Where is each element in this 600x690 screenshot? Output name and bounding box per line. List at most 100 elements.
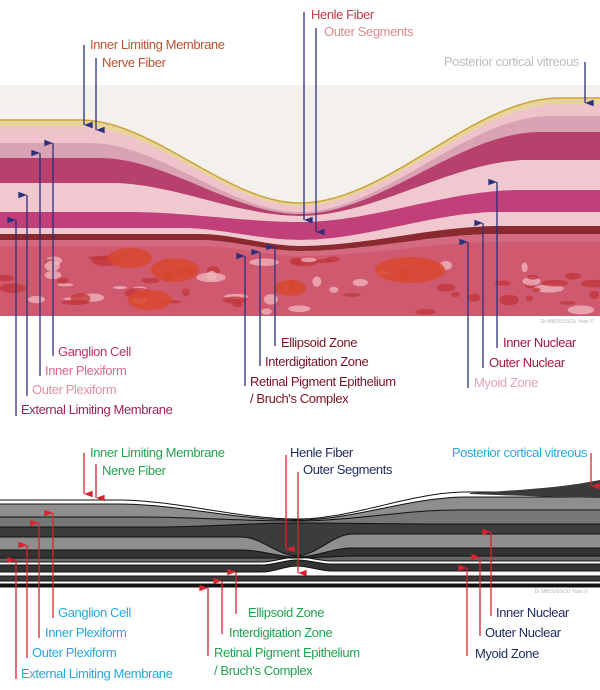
choroid-vessel bbox=[450, 292, 460, 297]
label-outer-plexiform-top: Outer Plexiform bbox=[32, 382, 117, 397]
choroid-vessel bbox=[567, 305, 595, 315]
choroid-vessel bbox=[525, 295, 534, 302]
watermark-top: Dr MBOUSSOU Yoan © bbox=[540, 319, 594, 325]
inner-limiting-membrane-line bbox=[0, 97, 600, 204]
band-boundary bbox=[0, 565, 600, 573]
choroid-vessel bbox=[57, 277, 69, 284]
choroid-vessel bbox=[532, 287, 541, 292]
bruch-layer bbox=[0, 234, 600, 256]
inner-nuclear-band bbox=[0, 534, 600, 557]
choroid-vessel bbox=[57, 283, 74, 287]
choroid-large-vessel bbox=[274, 280, 306, 296]
choroid-vessel bbox=[342, 293, 361, 297]
label-bruch-top: / Bruch's Complex bbox=[250, 391, 349, 406]
band-boundary bbox=[0, 556, 600, 563]
band-boundary bbox=[0, 522, 600, 528]
choroid-vessel bbox=[70, 293, 91, 304]
choroid-vessel bbox=[580, 279, 600, 288]
choroid-vessel bbox=[141, 277, 160, 284]
choroid-vessel bbox=[499, 294, 519, 306]
band-boundary bbox=[0, 555, 600, 559]
choroid-vessel bbox=[494, 280, 512, 286]
inner-nuclear-layer bbox=[0, 160, 600, 222]
choroid-large-vessel bbox=[128, 290, 172, 310]
choroid-vessel bbox=[88, 256, 110, 260]
label-ilm-bottom: Inner Limiting Membrane bbox=[90, 445, 225, 460]
label-henle-top: Henle Fiber bbox=[311, 7, 374, 22]
label-ganglion-bottom: Ganglion Cell bbox=[58, 605, 131, 620]
label-vitreous-bottom: Posterior cortical vitreous bbox=[451, 445, 588, 460]
label-inner-plexiform-top: Inner Plexiform bbox=[45, 363, 127, 378]
choroid-vessel bbox=[527, 274, 539, 280]
choroid-vessel bbox=[232, 301, 243, 308]
ganglion-band bbox=[0, 510, 600, 527]
choroid-large-vessel bbox=[375, 257, 445, 283]
choroid-vessel bbox=[261, 308, 272, 315]
choroid-vessel bbox=[222, 296, 248, 304]
label-inner-plexiform-bottom: Inner Plexiform bbox=[45, 625, 127, 640]
label-outer-nuclear-bottom: Outer Nuclear bbox=[485, 625, 561, 640]
band-boundary bbox=[0, 509, 600, 522]
label-ganglion-top: Ganglion Cell bbox=[58, 344, 131, 359]
ganglion-layer bbox=[0, 116, 600, 214]
band-boundary bbox=[0, 533, 600, 557]
choroid-large-vessel bbox=[108, 248, 152, 268]
label-outer-plexiform-bottom: Outer Plexiform bbox=[32, 645, 117, 660]
choroid-vessel bbox=[315, 258, 333, 264]
posterior-vitreous-wedge bbox=[470, 480, 600, 498]
label-bruch-bottom: / Bruch's Complex bbox=[214, 663, 313, 678]
bruch-band bbox=[0, 584, 600, 587]
choroid-vessel bbox=[436, 283, 456, 292]
choroid-vessel bbox=[196, 272, 226, 283]
label-interdigitation-bottom: Interdigitation Zone bbox=[229, 625, 333, 640]
choroid-vessel bbox=[559, 301, 576, 305]
outer-plexiform-layer bbox=[0, 190, 600, 240]
label-ilm-top: Inner Limiting Membrane bbox=[90, 37, 225, 52]
label-nerve-fiber-top: Nerve Fiber bbox=[102, 55, 166, 70]
label-ellipsoid-top: Ellipsoid Zone bbox=[281, 335, 358, 350]
label-elm-top: External Limiting Membrane bbox=[21, 402, 173, 417]
choroid-vessel bbox=[415, 309, 436, 315]
watermark-bottom: Dr MBOUSSOU Yoan © bbox=[534, 589, 588, 595]
label-interdigitation-top: Interdigitation Zone bbox=[265, 354, 369, 369]
label-inner-nuclear-top: Inner Nuclear bbox=[503, 335, 576, 350]
choroid-vessel bbox=[521, 262, 528, 273]
label-rpe-bottom: Retinal Pigment Epithelium bbox=[214, 645, 360, 660]
choroid-vessel bbox=[352, 278, 368, 287]
label-henle-bottom: Henle Fiber bbox=[290, 445, 353, 460]
band-boundary bbox=[0, 559, 600, 566]
label-inner-nuclear-bottom: Inner Nuclear bbox=[496, 605, 569, 620]
label-nerve-fiber-bottom: Nerve Fiber bbox=[102, 463, 166, 478]
elm-band bbox=[0, 557, 600, 565]
interdigitation-band bbox=[0, 576, 600, 581]
choroid-vessel bbox=[467, 293, 481, 302]
label-outer-nuclear-top: Outer Nuclear bbox=[489, 355, 565, 370]
choroid-vessel bbox=[541, 279, 569, 287]
label-outer-segments-top: Outer Segments bbox=[324, 24, 414, 39]
choroid-vessel bbox=[589, 290, 600, 300]
choroid-vessel bbox=[329, 286, 339, 293]
choroid-vessel bbox=[249, 258, 279, 266]
label-outer-segments-bottom: Outer Segments bbox=[303, 462, 393, 477]
label-ellipsoid-bottom: Ellipsoid Zone bbox=[248, 605, 325, 620]
choroid-vessel bbox=[312, 276, 322, 287]
choroid-vessel bbox=[290, 257, 303, 265]
choroid-vessel bbox=[533, 284, 564, 293]
choroid-vessel bbox=[0, 283, 26, 293]
outer-nuclear-layer bbox=[0, 212, 600, 246]
choroid-vessel bbox=[0, 274, 15, 282]
choroid-vessel bbox=[564, 272, 582, 280]
inner-plexiform-layer bbox=[0, 132, 600, 216]
nerve-fiber-band bbox=[0, 497, 600, 521]
choroid-vessel bbox=[182, 288, 190, 297]
inner-plexiform-band bbox=[0, 523, 600, 556]
label-rpe-top: Retinal Pigment Epithelium bbox=[250, 374, 396, 389]
choroid-vessel bbox=[300, 257, 317, 263]
rpe-layer bbox=[0, 226, 600, 251]
label-elm-bottom: External Limiting Membrane bbox=[21, 666, 173, 681]
nerve-fiber-layer bbox=[0, 104, 600, 212]
label-myoid-bottom: Myoid Zone bbox=[475, 646, 539, 661]
